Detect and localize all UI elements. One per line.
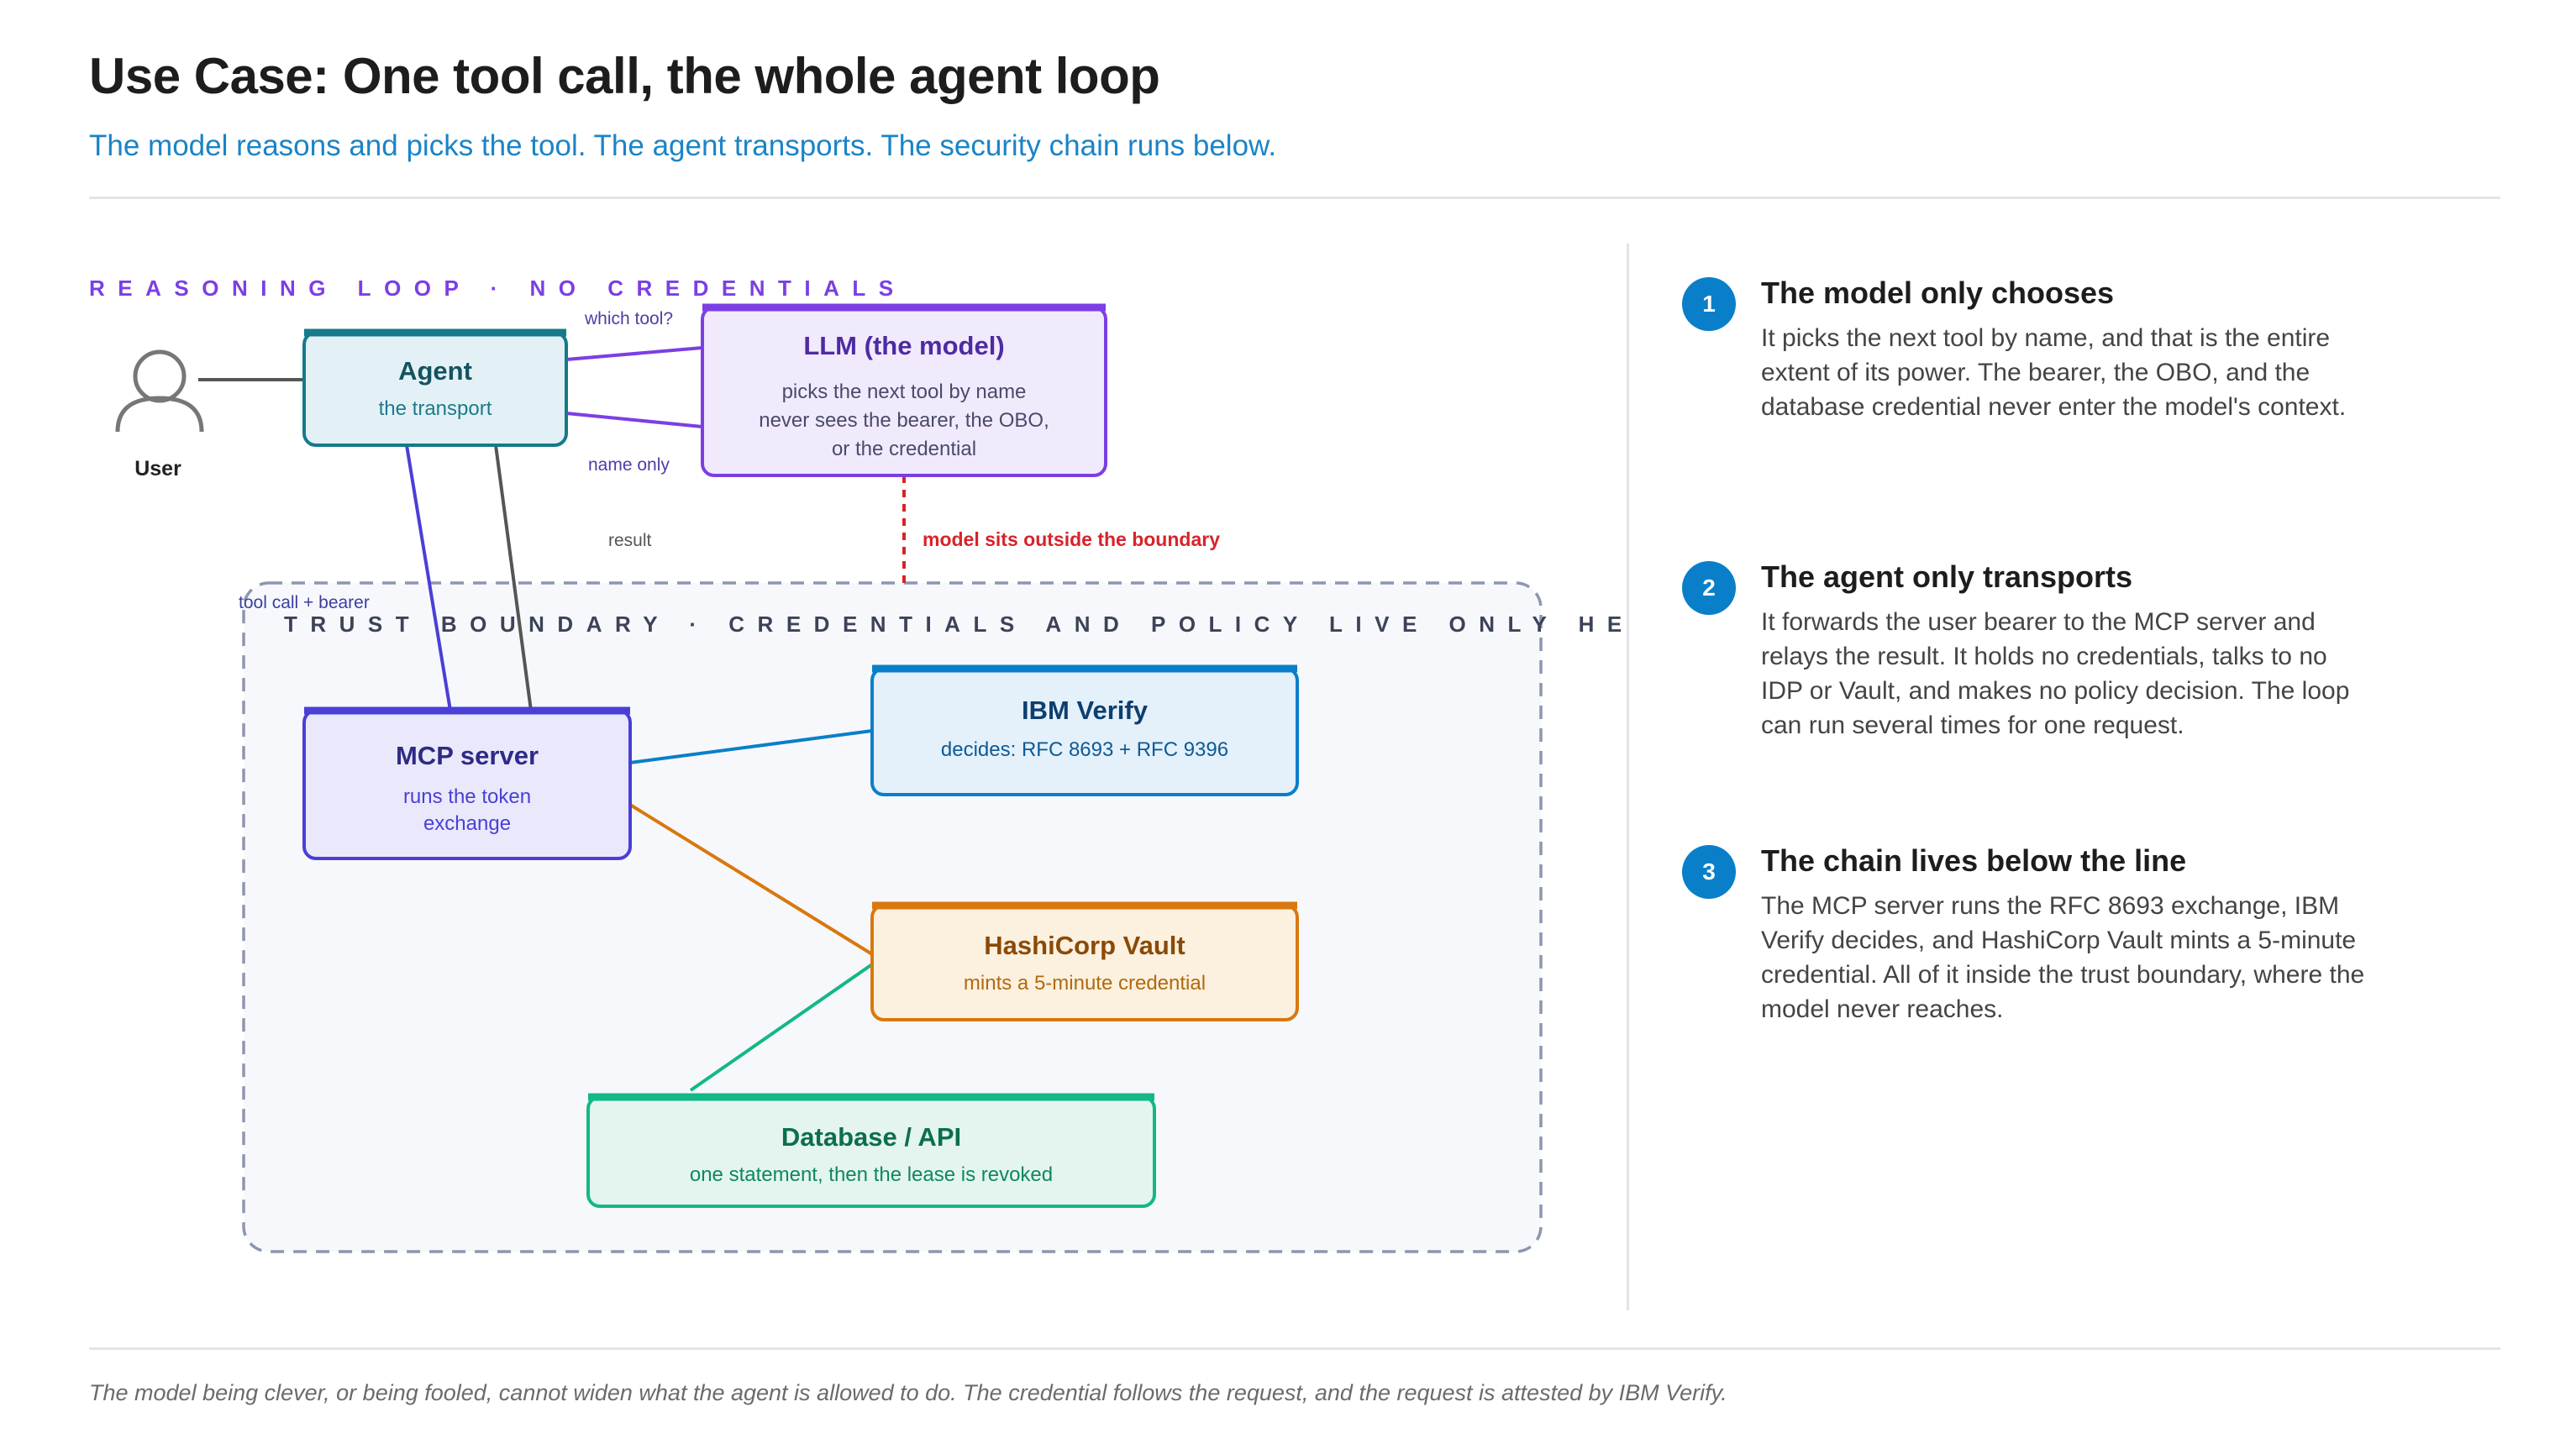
top-divider [89,197,2500,199]
database-node: Database / API one statement, then the l… [586,1093,1156,1208]
db-sub: one statement, then the lease is revoked [690,1163,1053,1186]
step-body: It picks the next tool by name, and that… [1761,324,2347,421]
user-label: User [134,457,181,480]
tool-call-label: tool call + bearer [239,593,370,612]
mcp-sub-2: exchange [423,812,511,835]
edge-mcp-vault [628,803,874,956]
mcp-sub-1: runs the token [403,785,531,808]
outside-boundary-label: model sits outside the boundary [923,528,1220,550]
agent-loop-diagram: REASONING LOOP · NO CREDENTIALS TRUST BO… [89,276,1622,1253]
llm-title: LLM (the model) [803,331,1004,360]
edge-which-tool [565,346,703,361]
llm-sub-2: never sees the bearer, the OBO, [759,409,1049,432]
mcp-server-node: MCP server runs the token exchange [302,706,632,860]
footer-note: The model being clever, or being fooled,… [89,1380,1727,1405]
page-subtitle: The model reasons and picks the tool. Th… [89,129,1277,162]
edge-tool-call [405,444,452,711]
step-title: The chain lives below the line [1761,843,2187,878]
llm-sub-1: picks the next tool by name [782,381,1027,403]
step-body: The MCP server runs the RFC 8693 exchang… [1761,892,2365,1023]
step-number-badge: 2 [1682,561,1736,615]
edge-result [494,444,533,711]
agent-title: Agent [398,356,472,386]
user-icon [115,349,204,433]
edge-vault-db [689,963,874,1092]
bottom-divider [89,1347,2500,1350]
vault-node: HashiCorp Vault mints a 5-minute credent… [870,901,1299,1021]
trust-boundary-label: TRUST BOUNDARY · CREDENTIALS AND POLICY … [284,612,1622,637]
edge-name-only [565,412,703,428]
step-number-badge: 1 [1682,277,1736,331]
mcp-title: MCP server [396,741,539,770]
vertical-divider [1627,244,1629,1310]
llm-node: LLM (the model) picks the next tool by n… [701,303,1107,477]
step-body: It forwards the user bearer to the MCP s… [1761,608,2350,739]
which-tool-label: which tool? [584,309,673,328]
step-number-badge: 3 [1682,845,1736,899]
agent-sub: the transport [379,397,492,420]
vault-sub: mints a 5-minute credential [964,972,1206,995]
llm-sub-3: or the credential [832,438,976,460]
result-label: result [608,531,652,550]
edge-mcp-verify [629,729,873,764]
db-title: Database / API [781,1122,961,1152]
step-title: The model only chooses [1761,276,2115,310]
page-title: Use Case: One tool call, the whole agent… [89,48,1160,104]
verify-sub: decides: RFC 8693 + RFC 9396 [941,738,1228,761]
name-only-label: name only [588,455,670,475]
step-title: The agent only transports [1761,559,2133,594]
verify-title: IBM Verify [1022,696,1149,725]
agent-node: Agent the transport [302,328,568,447]
vault-title: HashiCorp Vault [984,931,1185,960]
reasoning-loop-label: REASONING LOOP · NO CREDENTIALS [89,276,907,301]
ibm-verify-node: IBM Verify decides: RFC 8693 + RFC 9396 [870,664,1299,796]
